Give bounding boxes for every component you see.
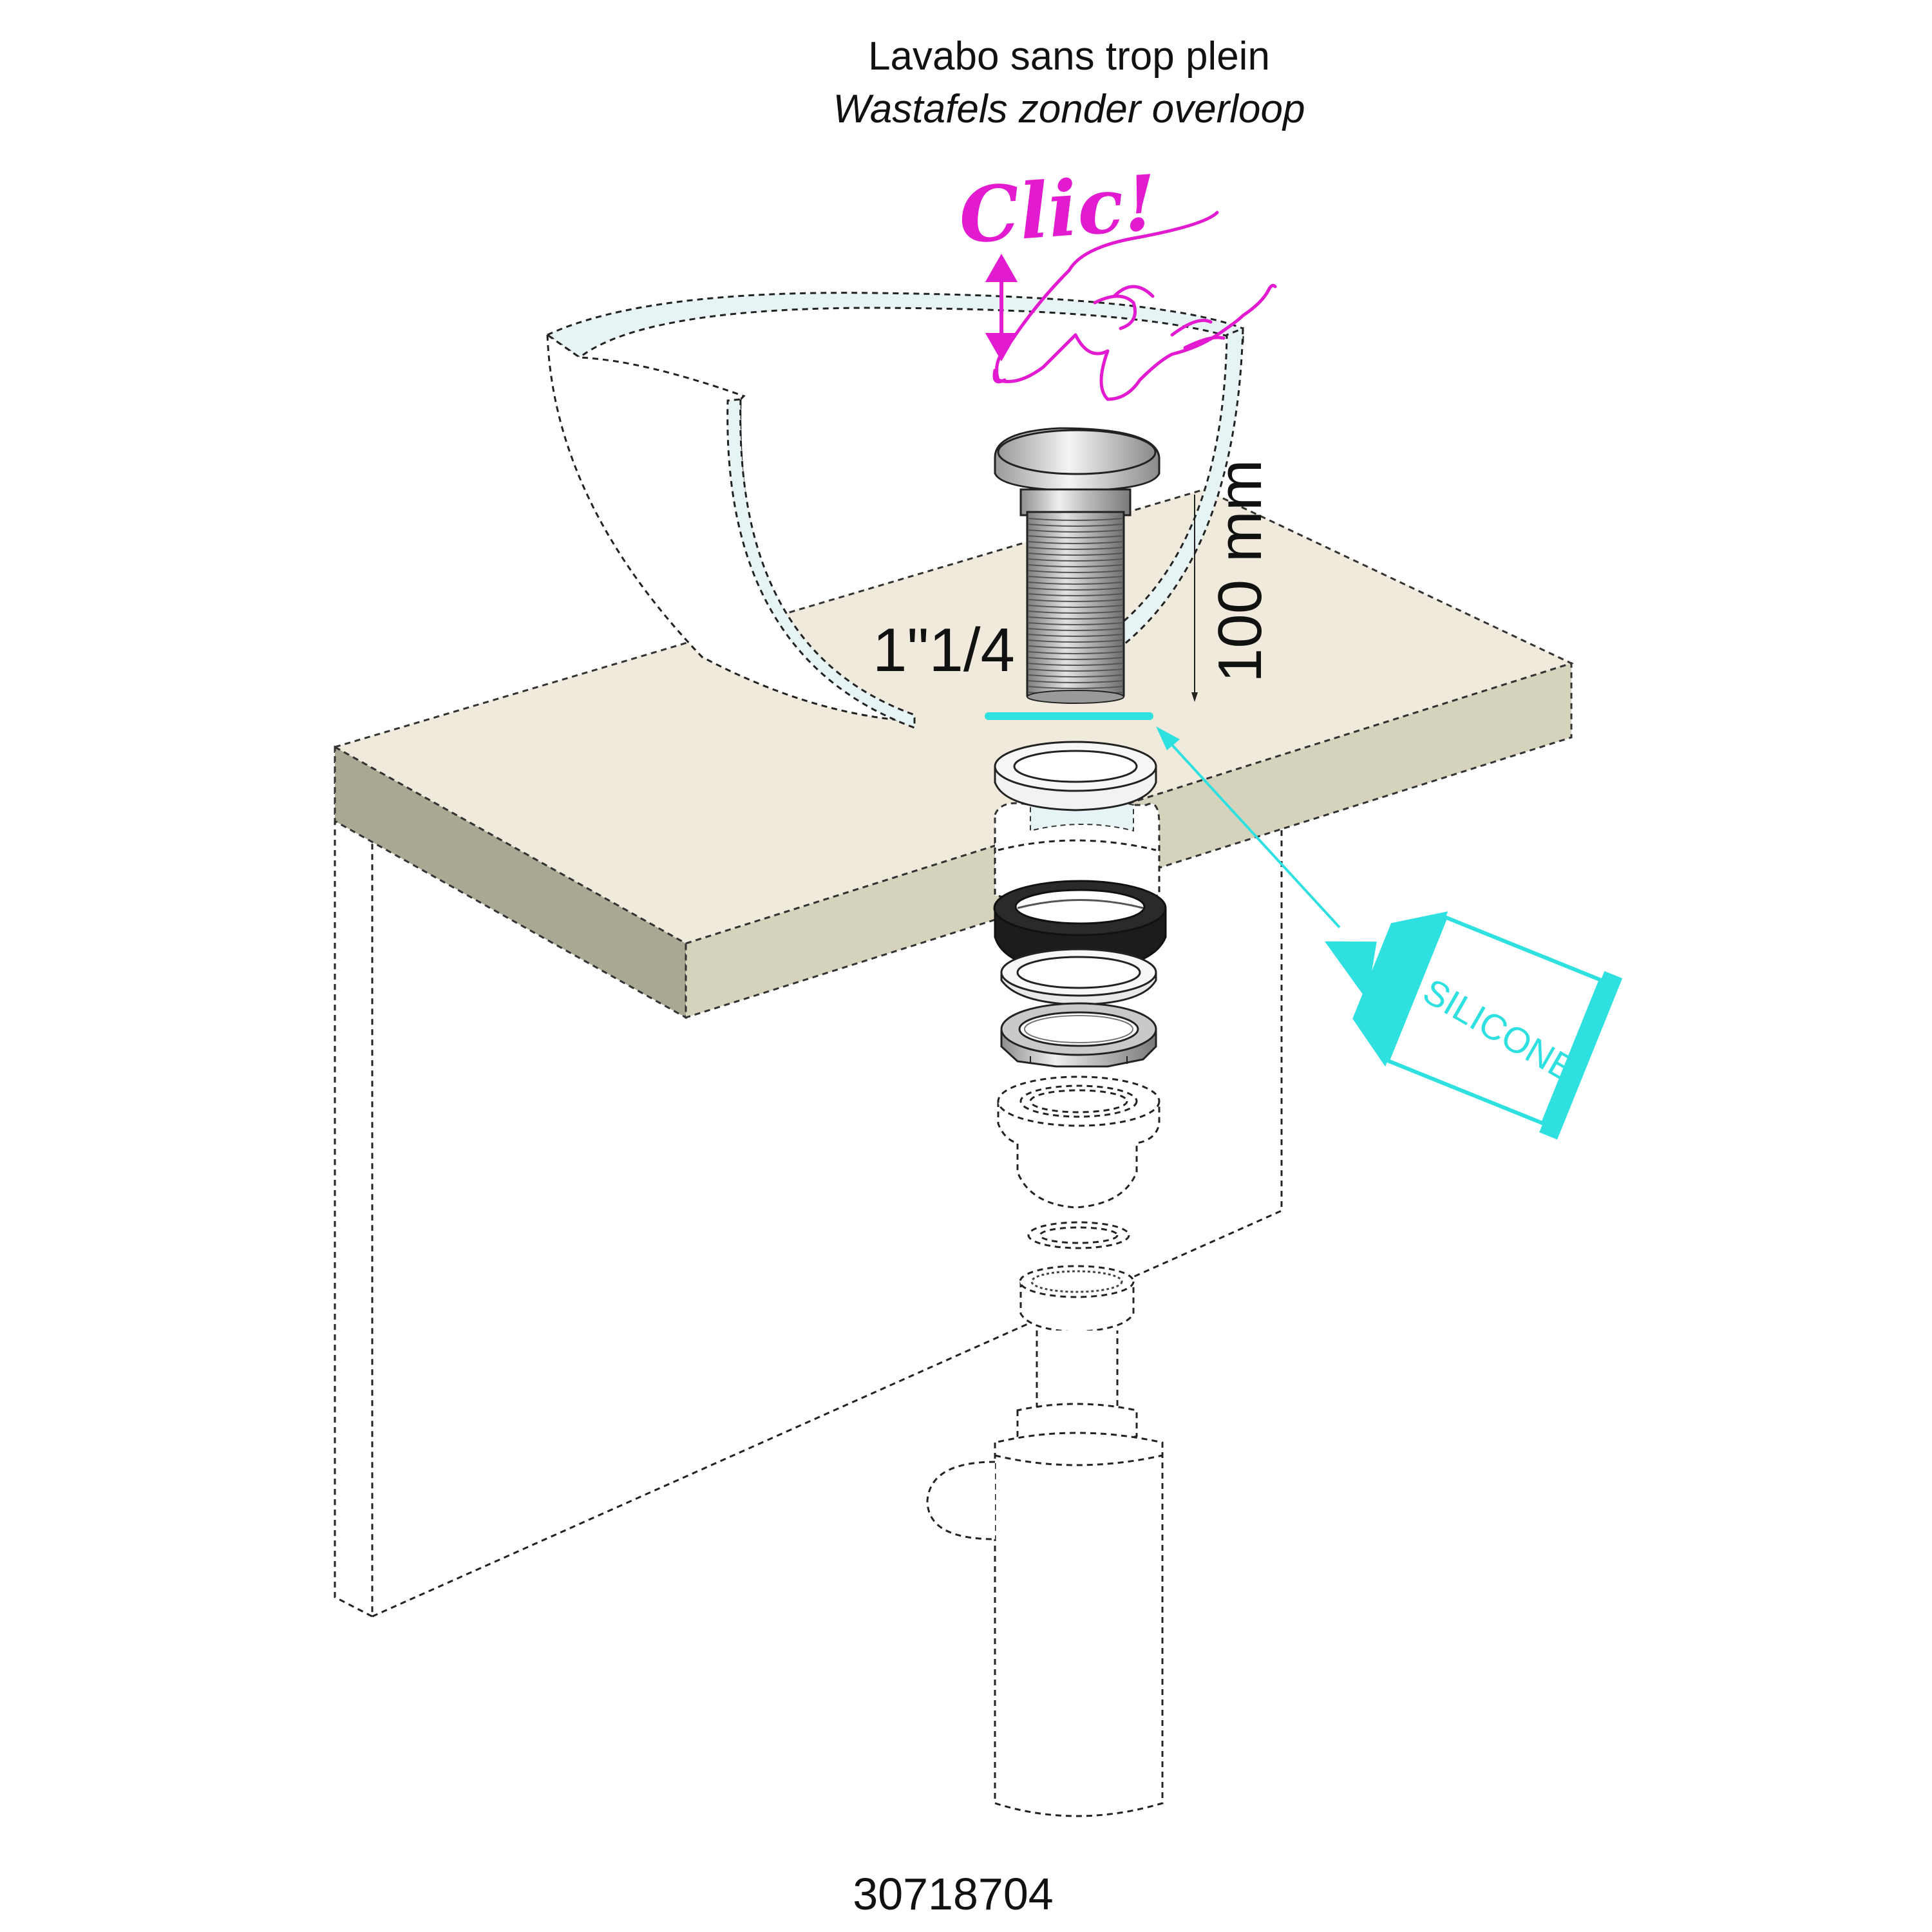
basin-glass-edge	[726, 398, 916, 730]
thread-line	[1027, 570, 1124, 573]
silicone-tube-icon: SILICONE	[1325, 911, 1623, 1140]
height-label: 100 mm	[1206, 459, 1274, 683]
silicone-pointer-line	[1158, 730, 1341, 929]
thread-line	[1027, 680, 1124, 683]
small-washer	[1027, 1221, 1130, 1249]
thread-line	[1027, 674, 1124, 677]
title-french: Lavabo sans trop plein	[868, 34, 1270, 79]
thread-line	[1027, 547, 1124, 550]
thread-line	[1027, 553, 1124, 556]
thread-line	[1027, 616, 1124, 620]
thread-line	[1027, 668, 1124, 672]
title-dutch: Wastafels zonder overloop	[833, 87, 1305, 131]
thread-line	[1027, 628, 1124, 631]
silicone-pointer-arrow	[1156, 726, 1180, 750]
hand-pressing	[992, 211, 1277, 401]
thread-line	[1027, 605, 1124, 608]
thread-line	[1027, 582, 1124, 585]
thread-line	[1027, 541, 1124, 544]
click-label: Clic!	[956, 158, 1160, 261]
thread-line	[1027, 587, 1124, 591]
top-washer	[994, 741, 1157, 811]
basin-right-wall	[1106, 327, 1244, 649]
thread-line	[1027, 564, 1124, 567]
thread-line	[1027, 634, 1124, 637]
hand-icon	[995, 211, 1277, 401]
thread-line	[1027, 645, 1124, 649]
thread-line	[1027, 657, 1124, 660]
height-dimension	[1191, 495, 1198, 702]
basin	[545, 292, 1244, 730]
basin-rim	[545, 292, 1244, 359]
thread-line	[1027, 593, 1124, 596]
thread-line	[1027, 529, 1124, 533]
press-arrow-icon	[985, 253, 1018, 362]
thread-line	[1027, 663, 1124, 666]
threaded-waste-body	[1019, 488, 1132, 704]
locknut	[1000, 1002, 1157, 1068]
thread-line	[1027, 622, 1124, 625]
thread-line	[1027, 558, 1124, 562]
thread-line	[1027, 535, 1124, 538]
trap-nut	[1019, 1265, 1135, 1333]
trap-connector	[997, 1075, 1160, 1209]
thread-line	[1027, 576, 1124, 579]
thread-line	[1027, 524, 1124, 527]
flat-washer	[1000, 948, 1157, 1006]
thread-line	[1027, 651, 1124, 654]
push-button-cap	[994, 427, 1160, 492]
thread-line	[1027, 518, 1124, 521]
basin-body	[546, 333, 916, 723]
bottle-trap	[926, 1331, 1164, 1817]
diameter-label: 1"1/4	[873, 616, 1015, 685]
thread-line	[1027, 599, 1124, 602]
product-reference: 30718704	[853, 1869, 1053, 1919]
thread-line	[1027, 639, 1124, 643]
thread-line	[1027, 686, 1124, 689]
silicone-application	[985, 712, 1341, 929]
thread-line	[1027, 611, 1124, 614]
